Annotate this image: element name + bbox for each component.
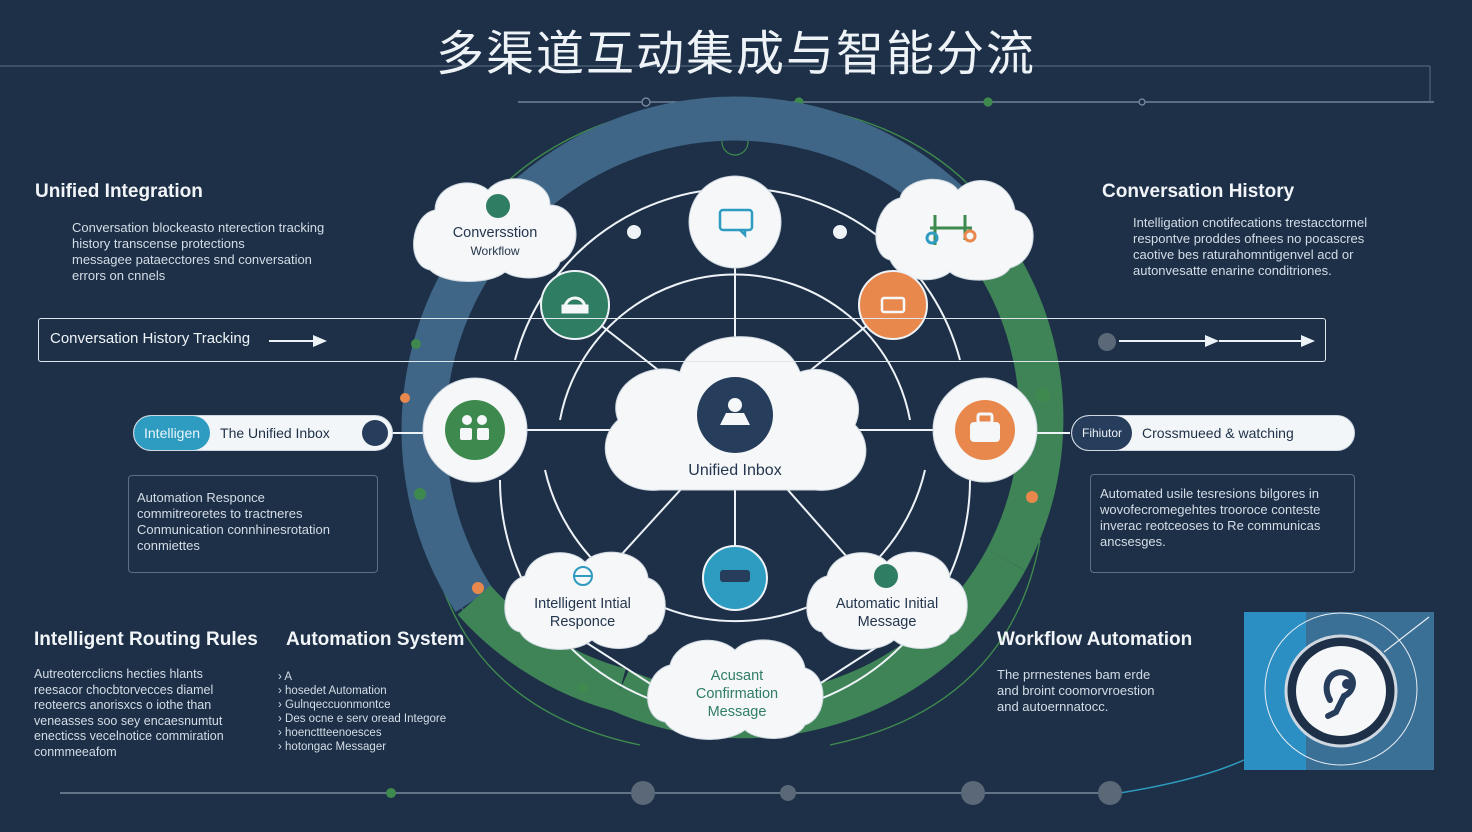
node-conversation-workflow[interactable]: Conversstion Workflow xyxy=(452,225,538,258)
unified-inbox-pill[interactable]: Intelligen The Unified Inbox xyxy=(133,415,393,451)
cloud-intelligent-response xyxy=(504,551,666,650)
arrow-right-icon xyxy=(269,335,327,347)
heading-automation-system: Automation System xyxy=(286,629,465,650)
heading-unified-integration: Unified Integration xyxy=(35,181,203,202)
phone-icon xyxy=(720,570,750,582)
bottom-timeline xyxy=(60,759,1245,805)
cloud-conversation-workflow xyxy=(413,178,577,282)
top-timeline xyxy=(0,65,1434,156)
inbox-icon xyxy=(720,398,750,425)
text-automation-response: Automation Responce commitreoretes to tr… xyxy=(137,490,330,553)
automated-box xyxy=(1090,474,1355,573)
pill-tag: Intelligen xyxy=(134,416,211,450)
text-intelligent-routing: Autreotercclicns hecties hlants reesacor… xyxy=(34,667,224,759)
node-intelligent-response[interactable]: Intelligent Intial Responce xyxy=(534,596,631,630)
text-workflow-automation: The prrnestenes bam erde and broint coom… xyxy=(997,667,1155,714)
tracking-bar[interactable]: Conversation History Tracking xyxy=(38,318,1326,362)
message-icon xyxy=(880,296,906,314)
users-icon xyxy=(460,415,489,440)
hub-label: Unified Inbox xyxy=(688,462,782,479)
text-conversation-history: Intelligation cnotifecations trestacctor… xyxy=(1133,215,1368,278)
cloud-automatic-message xyxy=(806,551,968,650)
node-confirmation-message[interactable]: Acusant Confirmation Message xyxy=(695,668,779,720)
pill-tag: Fihiutor xyxy=(1072,416,1133,450)
workflow-icon-panel xyxy=(1244,612,1434,770)
heading-workflow-automation: Workflow Automation xyxy=(997,629,1193,650)
briefcase-icon xyxy=(970,412,1000,442)
page-title: 多渠道互动集成与智能分流 xyxy=(435,26,1036,82)
settings-icon xyxy=(1264,612,1430,766)
text-automation-system: › A › hosedet Automation › Gulnqeccuonmo… xyxy=(278,671,447,753)
node-automatic-message[interactable]: Automatic Initial Message xyxy=(835,596,939,630)
arrow-right-icon xyxy=(1119,335,1315,347)
tracking-label: Conversation History Tracking xyxy=(50,330,251,347)
cloud-confirmation xyxy=(647,639,824,740)
pill-label: The Unified Inbox xyxy=(220,425,330,441)
chat-icon xyxy=(718,208,754,239)
crossmueed-pill[interactable]: Fihiutor Crossmueed & watching xyxy=(1071,415,1355,451)
link-icon xyxy=(486,194,898,588)
heading-intelligent-routing: Intelligent Routing Rules xyxy=(34,629,258,650)
globe-icon xyxy=(573,566,593,586)
automation-response-box xyxy=(128,475,378,573)
side-dots xyxy=(400,333,1116,693)
heading-conversation-history: Conversation History xyxy=(1102,181,1295,202)
cloud-top-right xyxy=(875,178,1034,281)
pill-label: Crossmueed & watching xyxy=(1142,425,1294,441)
text-unified-integration: Conversation blockeasto nterection track… xyxy=(72,220,325,283)
chart-icon xyxy=(925,215,977,245)
text-automated: Automated usile tesresions bilgores in w… xyxy=(1100,486,1321,549)
headset-icon xyxy=(561,296,589,314)
pill-button-icon[interactable] xyxy=(362,420,388,446)
